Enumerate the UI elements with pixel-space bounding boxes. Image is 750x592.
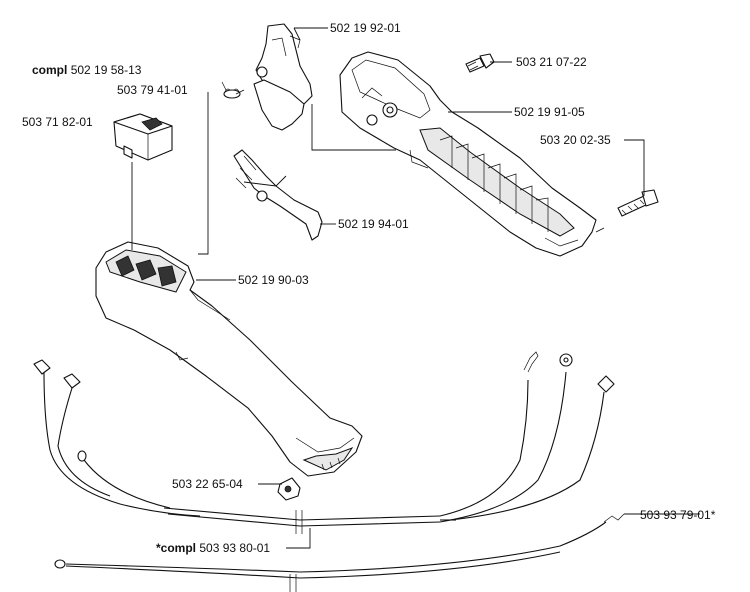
part-label-502-19-92-01: 502 19 92-01: [330, 21, 401, 35]
part-label-502-19-91-05: 502 19 91-05: [514, 105, 585, 119]
part-label-502-19-58-13: compl 502 19 58-13: [32, 63, 142, 77]
part-label-503-79-41-01: 503 79 41-01: [117, 83, 188, 97]
throttle-trigger-part: [253, 23, 313, 131]
handle-half-part: [339, 51, 597, 257]
part-label-502-19-94-01: 502 19 94-01: [338, 217, 409, 231]
torsion-spring-part: [221, 81, 241, 99]
part-label-503-20-02-35: 503 20 02-35: [540, 133, 611, 147]
part-label-503-22-65-04: 503 22 65-04: [172, 477, 243, 491]
part-label-503-93-79-01: 503 93 79-01*: [640, 508, 716, 522]
part-label-503-93-80-01: *compl 503 93 80-01: [156, 541, 270, 555]
wire-harness-part: [33, 351, 625, 592]
part-label-503-21-07-22: 503 21 07-22: [516, 55, 587, 69]
throttle-lockout-part: [233, 149, 323, 241]
part-label-502-19-90-03: 502 19 90-03: [238, 273, 309, 287]
leader-lines: [131, 27, 700, 549]
stop-switch-part: [113, 113, 173, 161]
nut-part: [277, 477, 301, 501]
main-handle-part: [95, 241, 363, 477]
screw-short-part: [465, 53, 495, 73]
screw-long-part: [617, 189, 659, 217]
part-label-503-71-82-01: 503 71 82-01: [22, 115, 93, 129]
part-labels: 502 19 92-01 compl 502 19 58-13 503 79 4…: [22, 21, 716, 555]
